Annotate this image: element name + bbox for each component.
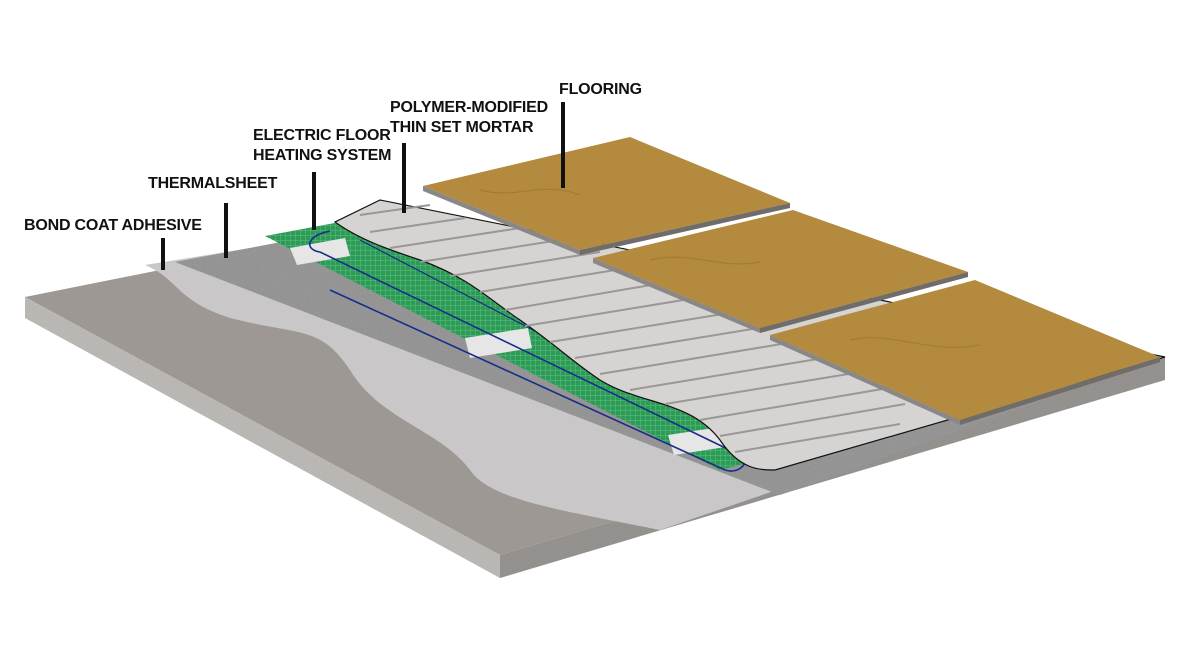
label-electric-floor-heating-system: ELECTRIC FLOOR HEATING SYSTEM (253, 126, 391, 166)
label-text: FLOORING (559, 81, 642, 98)
flooring-tile-2 (593, 210, 968, 333)
leader-line-mortar (402, 143, 406, 213)
label-text-line-1: ELECTRIC FLOOR (253, 127, 391, 144)
label-bond-coat-adhesive: BOND COAT ADHESIVE (24, 216, 202, 236)
label-polymer-modified-thin-set-mortar: POLYMER-MODIFIED THIN SET MORTAR (390, 98, 548, 138)
flooring-tile-1 (423, 137, 790, 255)
label-text: THERMALSHEET (148, 175, 278, 192)
label-thermalsheet: THERMALSHEET (148, 174, 277, 194)
leader-line-bond-coat (161, 238, 165, 270)
flooring-tile-3 (770, 280, 1160, 425)
label-text-line-2: THIN SET MORTAR (390, 119, 534, 136)
leader-line-thermalsheet (224, 203, 228, 258)
label-text-line-2: HEATING SYSTEM (253, 147, 392, 164)
label-text: BOND COAT ADHESIVE (24, 217, 202, 234)
leader-line-flooring (561, 102, 565, 188)
mat-tape-strip (465, 328, 532, 358)
label-flooring: FLOORING (559, 80, 642, 100)
leader-line-heating-system (312, 172, 316, 230)
flooring-tiles (423, 137, 1160, 425)
label-text-line-1: POLYMER-MODIFIED (390, 99, 548, 116)
